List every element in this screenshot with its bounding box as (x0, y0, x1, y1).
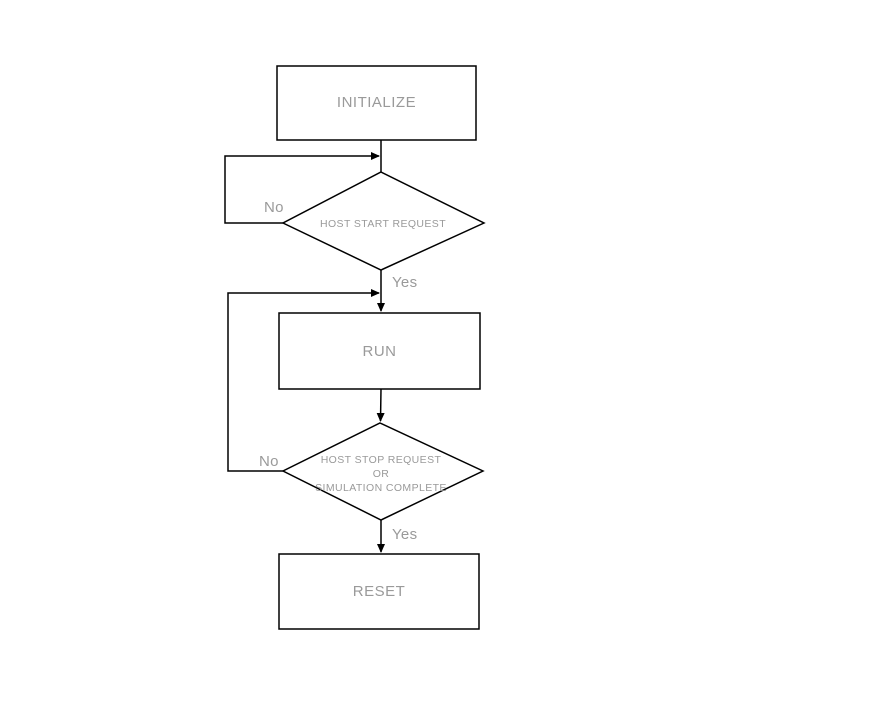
host-start-decision-label: HOST START REQUEST (320, 218, 446, 230)
host-start-no-label: No (264, 199, 284, 216)
host-stop-yes-label: Yes (392, 526, 417, 543)
host-stop-no-label: No (259, 453, 279, 470)
host-start-yes-label: Yes (392, 274, 417, 291)
edge-host-stop-no-loop (227, 289, 380, 472)
run-node (278, 312, 481, 390)
run-label: RUN (363, 343, 397, 360)
reset-node (278, 553, 480, 630)
initialize-node (276, 65, 477, 141)
initialize-label: INITIALIZE (337, 94, 416, 111)
host-stop-decision-label-line-3: SIMULATION COMPLETE (315, 482, 447, 494)
edge-host-start-no-loop (224, 152, 380, 224)
host-stop-decision-node (281, 422, 485, 521)
host-stop-decision-label-line-2: OR (373, 468, 390, 480)
edge-run-to-host-stop (376, 388, 385, 422)
host-start-decision-node (281, 171, 486, 271)
reset-label: RESET (353, 583, 406, 600)
host-stop-decision-label-line-1: HOST STOP REQUEST (321, 454, 442, 466)
